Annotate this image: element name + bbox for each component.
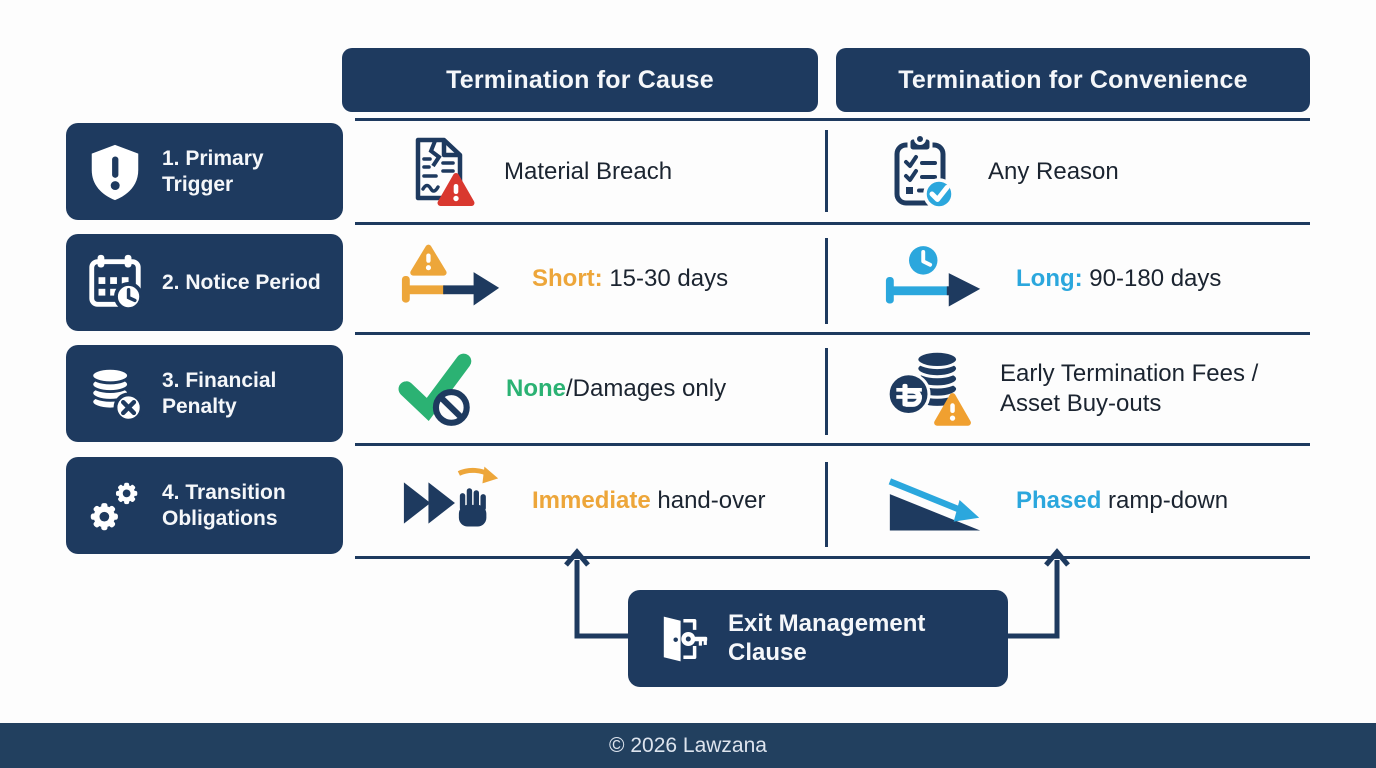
row-label-primary-trigger: 1. Primary Trigger (66, 123, 343, 220)
exit-management-clause-box: Exit Management Clause (628, 590, 1008, 687)
row-divider-1 (355, 222, 1310, 225)
column-header-cause: Termination for Cause (342, 48, 818, 112)
ramp-down-icon (888, 478, 981, 531)
cell-text: Early Termination Fees / Asset Buy-outs (1000, 359, 1307, 419)
coins-cancel-icon (90, 366, 144, 423)
column-divider-2 (825, 238, 828, 324)
cell-cause-notice-period: Short: 15-30 days (398, 230, 818, 328)
row-label-text: 3. Financial Penalty (162, 368, 277, 418)
column-divider-3 (825, 348, 828, 435)
fast-forward-hand-icon (403, 466, 499, 527)
row-label-text: 4. Transition Obligations (162, 480, 286, 530)
cell-highlight: Immediate (532, 487, 651, 514)
shield-exclamation-icon (91, 144, 139, 200)
column-header-convenience-label: Termination for Convenience (898, 65, 1248, 94)
cell-rest: 15-30 days (602, 265, 729, 292)
cell-text: Any Reason (988, 157, 1119, 187)
cell-cause-financial-penalty: None/Damages only (398, 338, 818, 440)
calendar-clock-icon (89, 254, 144, 311)
cell-cause-transition-obligations: Immediate hand-over (398, 450, 818, 552)
row-divider-3 (355, 443, 1310, 446)
row-label-text: 1. Primary Trigger (162, 146, 264, 196)
row-label-notice-period: 2. Notice Period (66, 234, 343, 331)
cell-rest: /Damages only (566, 375, 727, 402)
column-divider-4 (825, 462, 828, 547)
column-header-cause-label: Termination for Cause (446, 65, 714, 94)
footer-bar: © 2026 Lawzana (0, 723, 1376, 768)
cell-rest: hand-over (650, 487, 766, 514)
cell-rest: 90-180 days (1082, 265, 1222, 292)
cell-text: Long: 90-180 days (1016, 264, 1221, 294)
cell-rest: Any Reason (988, 158, 1119, 185)
cell-highlight: Short: (532, 265, 603, 292)
torn-document-warning-icon (415, 137, 475, 206)
cell-highlight: Phased (1016, 487, 1102, 514)
exit-door-key-icon (663, 616, 708, 661)
row-label-transition-obligations: 4. Transition Obligations (66, 457, 343, 554)
cell-convenience-notice-period: Long: 90-180 days (882, 230, 1307, 328)
timeline-warning-arrow-icon (401, 244, 500, 306)
cell-text: Material Breach (504, 157, 672, 187)
cell-text: Phased ramp-down (1016, 486, 1228, 516)
cell-text: Short: 15-30 days (532, 264, 728, 294)
row-label-financial-penalty: 3. Financial Penalty (66, 345, 343, 442)
column-header-convenience: Termination for Convenience (836, 48, 1310, 112)
table-top-line (355, 118, 1310, 121)
cell-cause-primary-trigger: Material Breach (398, 126, 818, 218)
table-bottom-line (355, 556, 1310, 559)
cell-highlight: Long: (1016, 265, 1083, 292)
cell-text: Immediate hand-over (532, 486, 765, 516)
cell-rest: Early Termination Fees / Asset Buy-outs (1000, 360, 1264, 417)
cell-text: None/Damages only (506, 374, 726, 404)
copyright-text: © 2026 Lawzana (609, 733, 767, 757)
cell-convenience-financial-penalty: Early Termination Fees / Asset Buy-outs (882, 338, 1307, 440)
clipboard-check-icon (894, 133, 955, 210)
cell-convenience-transition-obligations: Phased ramp-down (882, 450, 1307, 552)
gears-icon (90, 482, 138, 530)
exit-connector-arrows (564, 548, 1070, 639)
peso-coins-warning-icon (886, 349, 971, 426)
row-divider-2 (355, 332, 1310, 335)
timeline-clock-arrow-icon (885, 246, 981, 307)
cell-rest: ramp-down (1101, 487, 1229, 514)
exit-box-label: Exit Management Clause (728, 609, 926, 666)
cell-rest: Material Breach (504, 158, 673, 185)
cell-highlight: None (506, 375, 566, 402)
cell-convenience-primary-trigger: Any Reason (882, 126, 1307, 218)
column-divider-1 (825, 130, 828, 212)
check-prohibit-icon (398, 353, 472, 426)
row-label-text: 2. Notice Period (162, 270, 321, 294)
